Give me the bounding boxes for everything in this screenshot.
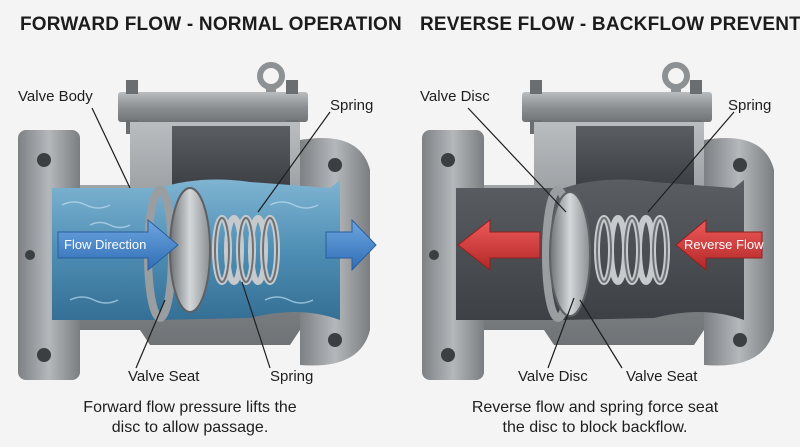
label-valve-body: Valve Body [18,88,93,105]
right-panel-title: REVERSE FLOW - BACKFLOW PREVENTION [420,14,800,35]
label-valve-seat-left: Valve Seat [128,368,200,385]
left-caption-line2: disc to allow passage. [111,419,269,436]
left-caption-line1: Forward flow pressure lifts the [83,399,297,416]
left-caption: Forward flow pressure lifts the disc to … [0,398,380,438]
reverse-flow-arrow [675,218,763,272]
backflow-arrow-left [457,218,541,272]
label-flow-direction: Flow Direction [64,237,147,252]
right-caption-line2: the disc to block backflow. [502,419,688,436]
label-valve-disc-bottom: Valve Disc [518,368,588,385]
right-bonnet [522,92,712,122]
label-spring-bottom-left: Spring [270,368,314,385]
right-leader-lines [467,107,735,369]
label-reverse-flow: Reverse Flow [684,237,764,252]
left-bonnet [118,92,308,122]
left-water-ripples [61,201,319,304]
right-caption: Reverse flow and spring force seat the d… [405,398,785,438]
label-spring-top-left: Spring [330,97,374,114]
label-spring-top-right: Spring [728,97,772,114]
right-valve-disc [549,191,591,317]
label-valve-disc-top: Valve Disc [420,88,490,105]
right-valve [422,62,774,380]
left-valve-disc [169,187,211,313]
right-bonnet-cavity [576,126,694,186]
forward-outlet-arrow [325,218,377,272]
right-caption-line1: Reverse flow and spring force seat [471,399,719,416]
left-panel-title: FORWARD FLOW - NORMAL OPERATION [20,14,402,35]
label-valve-seat-right: Valve Seat [626,368,698,385]
left-bonnet-cavity [172,126,290,186]
left-leader-lines [91,107,331,369]
left-valve [18,62,377,380]
flow-direction-arrow [57,218,179,272]
